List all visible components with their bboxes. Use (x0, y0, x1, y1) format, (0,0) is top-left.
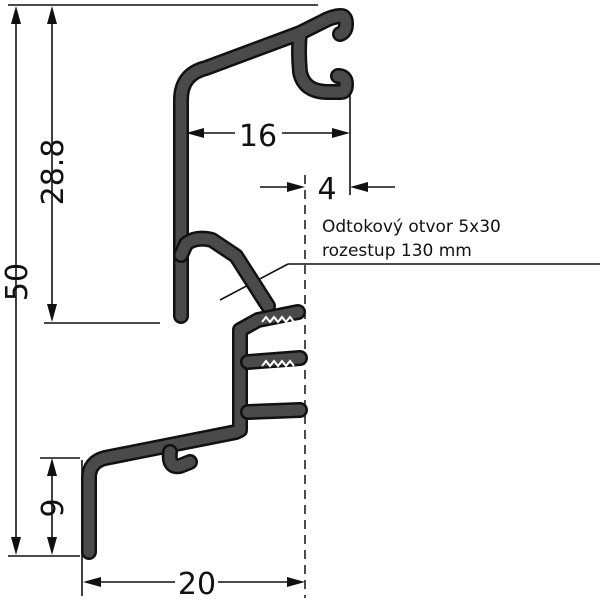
dimension-20-label: 20 (178, 567, 216, 600)
dimension-16: 16 (186, 119, 350, 154)
dimension-28-8: 28.8 (36, 6, 71, 322)
dimension-9-label: 9 (36, 498, 71, 517)
dimension-16-label: 16 (239, 119, 277, 154)
dimension-50: 50 (0, 6, 35, 555)
dimension-4: 4 (260, 172, 395, 207)
drain-hole-note-line2: rozestup 130 mm (322, 241, 472, 261)
dimension-4-label: 4 (317, 172, 336, 207)
lower-profile (81, 304, 308, 560)
dimension-50-label: 50 (0, 263, 35, 301)
drain-hole-note-line1: Odtokový otvor 5x30 (322, 217, 501, 237)
gasket-teeth (261, 315, 295, 368)
upper-profile (173, 8, 354, 324)
note-leader (219, 263, 600, 301)
dimension-20: 20 (83, 567, 305, 600)
dimension-9: 9 (36, 458, 71, 555)
dimension-28-8-label: 28.8 (36, 139, 71, 206)
